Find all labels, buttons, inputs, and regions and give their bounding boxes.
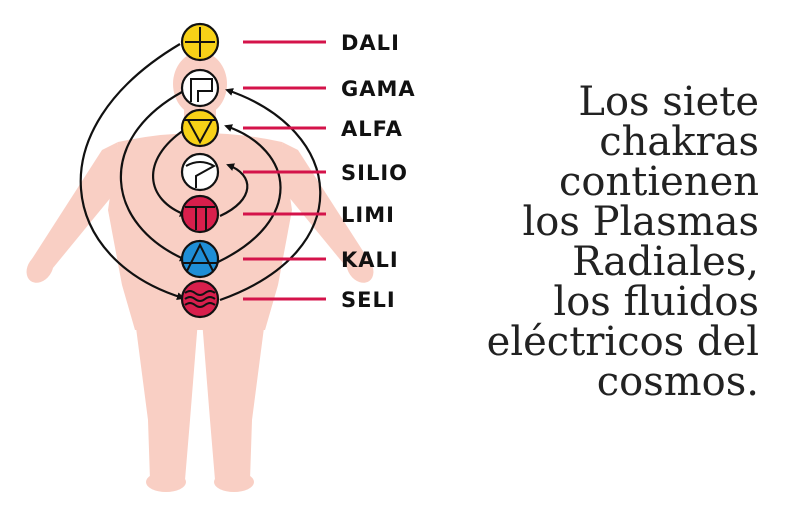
chakra-circle [180, 194, 220, 234]
caption-line: chakras [599, 119, 759, 165]
chakra-limi [180, 194, 220, 234]
energy-flow-arrows [79, 43, 322, 302]
caption-line: los fluidos [553, 279, 759, 325]
chakra-labels: DALI GAMA ALFA SILIO LIMI KALI SELI [341, 31, 416, 312]
chakra-label-kali: KALI [341, 248, 399, 272]
triangle-arch-icon [183, 242, 217, 272]
chakra-gama [180, 68, 220, 108]
corner-square-icon [190, 78, 213, 102]
chakra-label-silio: SILIO [341, 161, 408, 185]
leader-lines [243, 40, 326, 301]
chakra-seli [180, 279, 220, 319]
grid-lines-icon [185, 206, 215, 230]
v-shape-icon [183, 119, 217, 145]
chakra-label-alfa: ALFA [341, 117, 403, 141]
caption-text: Los siete chakras contienen los Plasmas … [419, 82, 759, 402]
arrow-limi-silio-right [219, 163, 249, 218]
arrow-kali-alfa-right [217, 124, 282, 263]
chakra-label-dali: DALI [341, 31, 400, 55]
caption-line: los Plasmas [522, 199, 759, 245]
arrow-gama-kali-left [119, 91, 188, 262]
caption-line: Radiales, [572, 239, 759, 285]
chakra-label-limi: LIMI [341, 203, 395, 227]
chakra-circle [180, 279, 220, 319]
chakra-label-seli: SELI [341, 288, 396, 312]
chakra-silio [180, 152, 220, 192]
chakra-alfa [180, 108, 220, 148]
arrow-dali-seli-left [79, 43, 185, 301]
chakra-circle [180, 152, 220, 192]
chakra-circles [180, 22, 220, 319]
arrow-alfa-limi-left [152, 129, 188, 217]
caption-line: eléctricos del [486, 319, 759, 365]
chakra-label-gama: GAMA [341, 77, 416, 101]
cross-circle-icon [185, 27, 215, 57]
arrow-seli-gama-right [219, 88, 322, 302]
chakra-dali [180, 22, 220, 62]
chakra-kali [180, 239, 220, 279]
caption-line: cosmos. [596, 359, 759, 405]
caption-line: contienen [559, 159, 759, 205]
wave-lines-icon [184, 290, 216, 308]
chakra-circle [180, 239, 220, 279]
caption-line: Los siete [578, 79, 759, 125]
bent-line-icon [185, 161, 217, 188]
